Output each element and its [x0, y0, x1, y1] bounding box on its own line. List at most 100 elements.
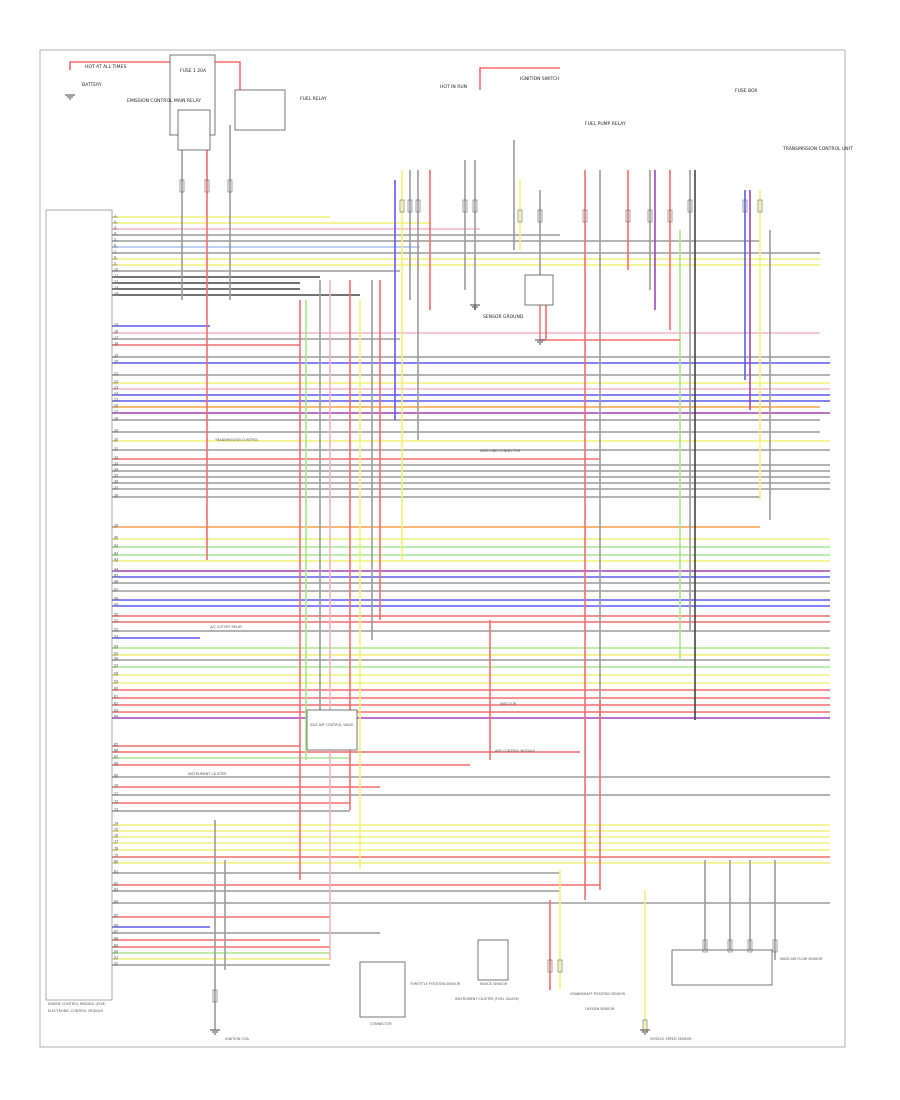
pin-number-41: 41	[114, 543, 118, 547]
pin-number-6: 6	[114, 243, 116, 247]
label-battery: BATTERY	[82, 82, 102, 88]
fuel-relay-box	[524, 274, 554, 306]
label-fuel_relay: FUEL RELAY	[300, 96, 327, 102]
pin-number-80: 80	[114, 859, 118, 863]
connector-pin-22	[702, 939, 708, 953]
pin-number-82: 82	[114, 881, 118, 885]
connector-pin-16	[742, 199, 748, 213]
pin-number-56: 56	[114, 656, 118, 660]
pin-number-43: 43	[114, 557, 118, 561]
label-o2: OXYGEN SENSOR	[585, 1007, 615, 1011]
pin-number-27: 27	[114, 409, 118, 413]
pin-number-2: 2	[114, 219, 116, 223]
pin-number-58: 58	[114, 671, 118, 675]
pin-number-9: 9	[114, 261, 116, 265]
label-ecm_relay: EMISSION CONTROL MAIN RELAY	[127, 98, 201, 104]
pin-number-18: 18	[114, 341, 118, 345]
connector-pin-8	[472, 199, 478, 213]
pin-number-46: 46	[114, 579, 118, 583]
label-vss: VEHICLE SPEED SENSOR	[650, 1037, 692, 1041]
pin-number-53: 53	[114, 634, 118, 638]
pin-number-17: 17	[114, 335, 118, 339]
label-ignition_coil: IGNITION COIL	[225, 1037, 250, 1041]
label-fuel_pump_relay: FUEL PUMP RELAY	[585, 121, 626, 127]
pin-number-71: 71	[114, 791, 118, 795]
pin-number-79: 79	[114, 853, 118, 857]
label-l_idle: IDLE AIR CONTROL VALVE	[310, 723, 354, 727]
pin-number-15: 15	[114, 322, 118, 326]
pin-number-68: 68	[114, 761, 118, 765]
pin-number-60: 60	[114, 686, 118, 690]
pin-number-91: 91	[114, 955, 118, 959]
pin-number-50: 50	[114, 612, 118, 616]
pin-number-44: 44	[114, 567, 118, 571]
connector-pin-19	[557, 959, 563, 973]
pin-number-83: 83	[114, 887, 118, 891]
pin-number-30: 30	[114, 437, 118, 441]
pin-number-61: 61	[114, 694, 118, 698]
pin-number-14: 14	[114, 291, 118, 295]
pin-number-1: 1	[114, 213, 116, 217]
pin-number-62: 62	[114, 701, 118, 705]
connector-pin-6	[415, 199, 421, 213]
connector-pin-18	[212, 989, 218, 1003]
pin-number-23: 23	[114, 385, 118, 389]
label-pcm: ENGINE CONTROL MODULE (ECM)	[48, 1002, 106, 1006]
pin-number-72: 72	[114, 799, 118, 803]
battery-feed-wire	[69, 61, 241, 100]
pin-number-73: 73	[114, 807, 118, 811]
pin-number-3: 3	[114, 225, 116, 229]
pin-number-42: 42	[114, 551, 118, 555]
connector-pin-13	[647, 209, 653, 223]
pin-number-31: 31	[114, 446, 118, 450]
pin-number-88: 88	[114, 936, 118, 940]
pin-number-78: 78	[114, 846, 118, 850]
instrument-box	[306, 709, 358, 751]
pin-number-92: 92	[114, 961, 118, 965]
pin-number-52: 52	[114, 627, 118, 631]
pin-number-25: 25	[114, 397, 118, 401]
pin-number-66: 66	[114, 748, 118, 752]
pin-number-10: 10	[114, 267, 118, 271]
label-ignition_switch: IGNITION SWITCH	[520, 76, 560, 82]
pin-number-8: 8	[114, 255, 116, 259]
pin-number-24: 24	[114, 391, 118, 395]
pin-number-74: 74	[114, 821, 118, 825]
connector-pin-10	[537, 209, 543, 223]
connector-pin-25	[772, 939, 778, 953]
pin-number-21: 21	[114, 371, 118, 375]
connector-pin-11	[582, 209, 588, 223]
knock-sensor-box	[477, 939, 509, 981]
label-idle_switch: THROTTLE POSITION SENSOR	[409, 982, 461, 986]
main-relay-box	[234, 89, 286, 131]
connector-pin-3	[227, 179, 233, 193]
pin-number-39: 39	[114, 523, 118, 527]
pin-number-85: 85	[114, 913, 118, 917]
pin-number-86: 86	[114, 923, 118, 927]
pin-number-35: 35	[114, 473, 118, 477]
pin-number-37: 37	[114, 485, 118, 489]
connector-pin-5	[407, 199, 413, 213]
pin-number-7: 7	[114, 249, 116, 253]
label-sensor_ground: SENSOR GROUND	[483, 314, 524, 320]
pin-number-29: 29	[114, 428, 118, 432]
pin-number-54: 54	[114, 644, 118, 648]
pin-number-57: 57	[114, 663, 118, 667]
pin-number-32: 32	[114, 455, 118, 459]
pin-number-65: 65	[114, 742, 118, 746]
connector-pin-9	[517, 209, 523, 223]
connector-pin-7	[462, 199, 468, 213]
ecm-box	[45, 209, 113, 1001]
label-l_abs: ABS CONTROL MODULE	[495, 749, 535, 753]
pin-number-48: 48	[114, 596, 118, 600]
pin-number-45: 45	[114, 573, 118, 577]
pin-number-90: 90	[114, 949, 118, 953]
label-knock: KNOCK SENSOR	[480, 982, 508, 986]
pin-number-16: 16	[114, 329, 118, 333]
label-mass_air: MASS AIR FLOW SENSOR	[780, 957, 823, 961]
label-l_data: DATA LINK CONNECTOR	[480, 449, 521, 453]
pin-number-40: 40	[114, 535, 118, 539]
label-l_aircon: A/C CUTOFF RELAY	[210, 625, 243, 629]
pin-number-51: 51	[114, 618, 118, 622]
